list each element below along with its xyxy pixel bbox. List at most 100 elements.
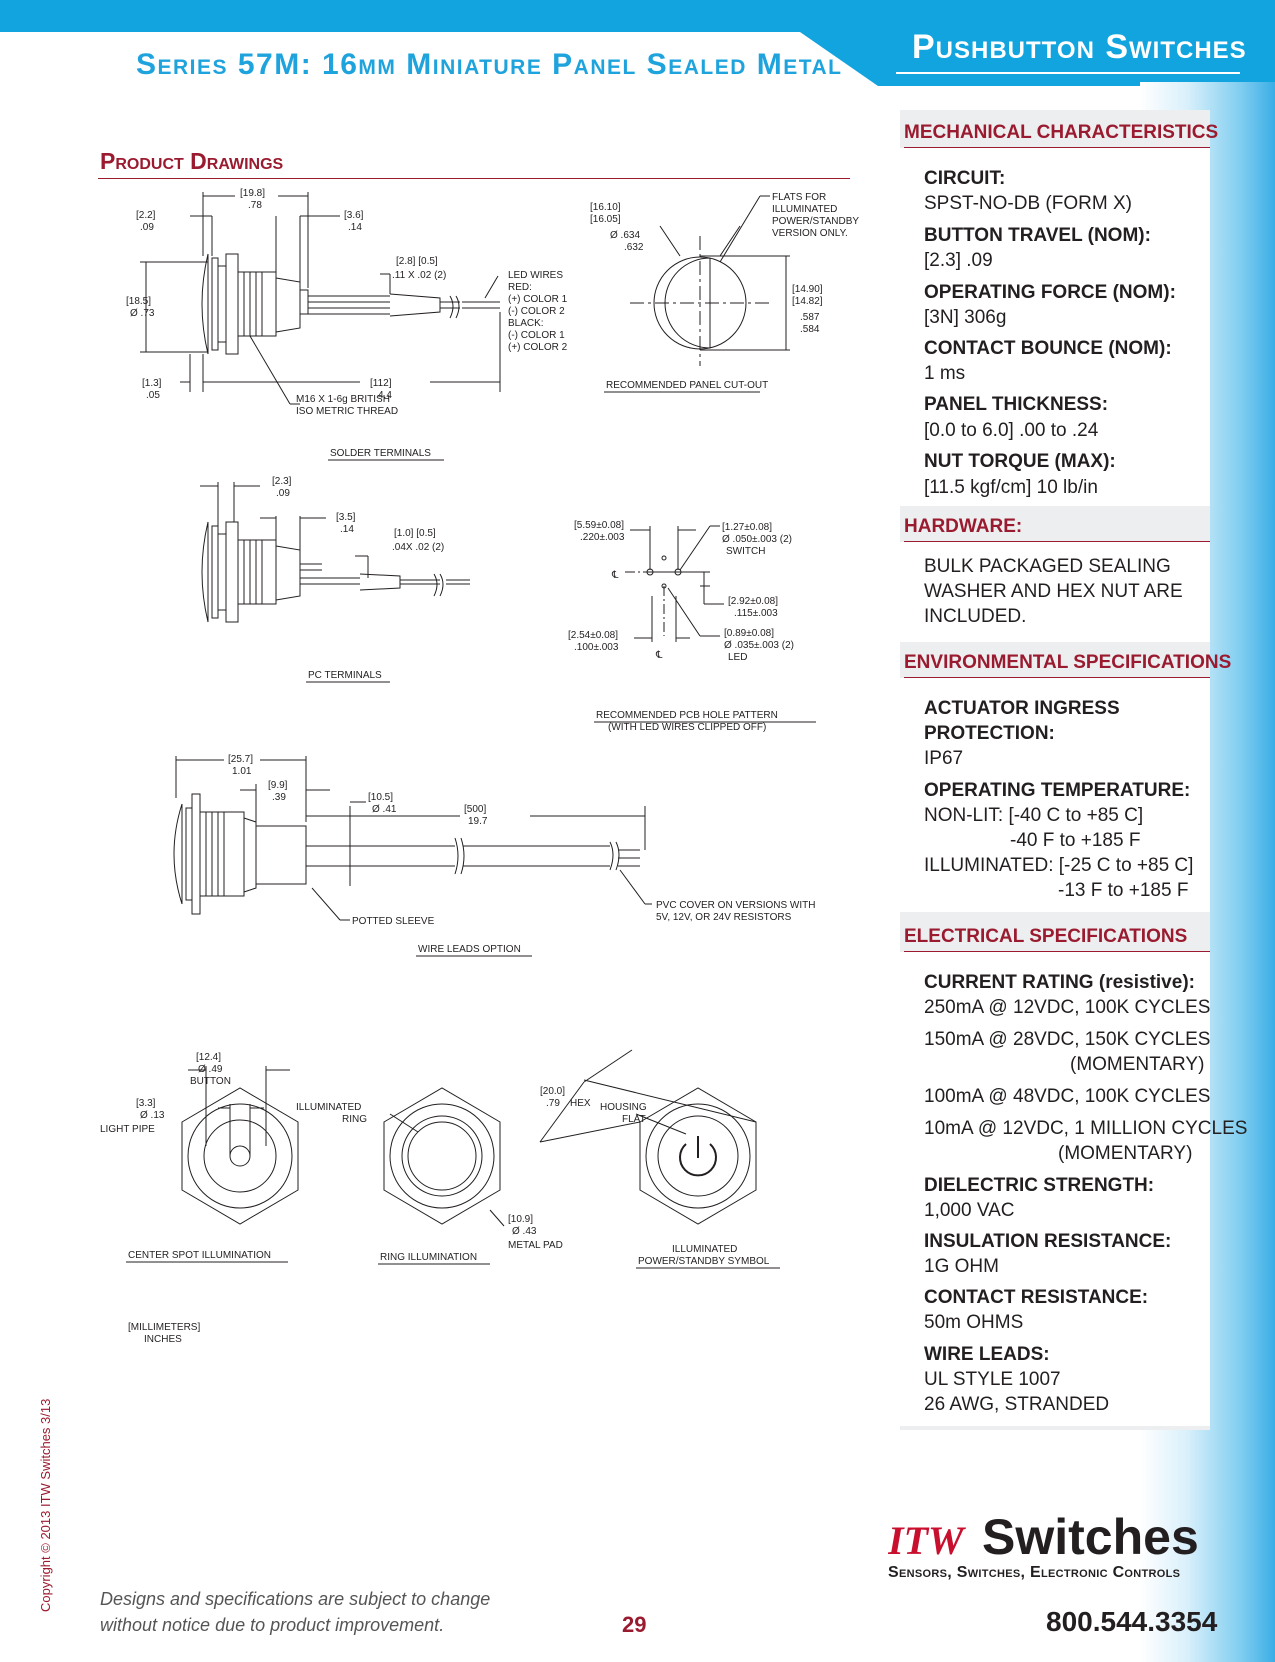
product-drawings-rule xyxy=(98,178,850,179)
current-label: CURRENT RATING xyxy=(924,972,1094,993)
led-wires-text: (-) COLOR 2 xyxy=(508,306,565,317)
electrical-heading: ELECTRICAL SPECIFICATIONS xyxy=(904,926,1188,947)
logo-mark: ITW Switches xyxy=(887,1509,1199,1565)
spec-value: IP67 xyxy=(924,748,964,769)
logo-itw: ITW xyxy=(888,1518,966,1562)
dim-text: [10.9] xyxy=(508,1214,533,1225)
led-wires-text: (-) COLOR 1 xyxy=(508,330,565,341)
dim-text: .09 xyxy=(140,222,154,233)
spec-label: NUT TORQUE (MAX): xyxy=(924,451,1116,472)
dim-text: Ø .49 xyxy=(198,1064,223,1075)
dim-text: .79 xyxy=(546,1098,560,1109)
spec-label: DIELECTRIC STRENGTH: xyxy=(924,1175,1155,1196)
hardware-heading: HARDWARE: xyxy=(904,516,1023,537)
dim-text: HEX xyxy=(570,1098,591,1109)
caption: WIRE LEADS OPTION xyxy=(418,944,521,955)
front-view-center-spot xyxy=(181,1066,299,1225)
flats-text: POWER/STANDBY xyxy=(772,216,859,227)
dim-text: .587 xyxy=(800,312,820,323)
spec-label: CIRCUIT: xyxy=(924,168,1006,189)
dim-text: [1.3] xyxy=(142,378,162,389)
dim-text: [20.0] xyxy=(540,1086,565,1097)
spec-label: BUTTON TRAVEL (NOM): xyxy=(924,225,1151,246)
front-view-ring xyxy=(383,1087,505,1227)
spec-label: ACTUATOR INGRESS xyxy=(924,698,1120,719)
dim-text: [1.27±0.08] xyxy=(722,522,772,533)
wire-leads-drawing xyxy=(173,756,652,921)
temp-line: NON-LIT: [-40 C to +85 C] xyxy=(924,805,1144,826)
page-number: 29 xyxy=(622,1612,647,1637)
dim-text: [12.4] xyxy=(196,1052,221,1063)
dim-text: [25.7] xyxy=(228,754,253,765)
housing-label: HOUSING xyxy=(600,1102,647,1113)
dim-text: [3.3] xyxy=(136,1098,156,1109)
solder-labels: [19.8] .78 [2.2] .09 [3.6] .14 [2.8] [0.… xyxy=(126,188,568,461)
disclaimer: Designs and specifications are subject t… xyxy=(100,1586,490,1638)
current-line: 150mA @ 28VDC, 150K CYCLES xyxy=(924,1029,1211,1050)
spec-label: CONTACT RESISTANCE: xyxy=(924,1287,1149,1308)
hardware-box xyxy=(900,542,1210,642)
wire-leads-labels: [25.7] 1.01 [9.9] .39 [500] 19.7 [10.5] … xyxy=(228,754,815,957)
current-line: (MOMENTARY) xyxy=(1070,1054,1205,1075)
ring-label: ILLUMINATED xyxy=(296,1102,361,1113)
centerline-symbol: ℄ xyxy=(655,650,663,661)
spec-value: 1G OHM xyxy=(924,1256,999,1277)
units-legend: [MILLIMETERS] xyxy=(128,1322,200,1333)
dim-text: Ø .43 xyxy=(512,1226,537,1237)
caption: ILLUMINATED xyxy=(672,1244,737,1255)
copyright: Copyright © 2013 ITW Switches 3/13 xyxy=(38,1398,53,1612)
dim-text: .11 X .02 (2) xyxy=(392,270,446,281)
spec-label: OPERATING FORCE (NOM): xyxy=(924,282,1176,303)
current-line: 10mA @ 12VDC, 1 MILLION CYCLES xyxy=(924,1118,1248,1139)
dim-text: [2.92±0.08] xyxy=(728,596,778,607)
spec-value: 26 AWG, STRANDED xyxy=(924,1394,1110,1415)
pvc-label: PVC COVER ON VERSIONS WITH xyxy=(656,900,815,911)
dim-text: [14.90] xyxy=(792,284,823,295)
dim-text: [5.59±0.08] xyxy=(574,520,624,531)
hardware-rule xyxy=(904,541,1210,542)
disclaimer-line: without notice due to product improvemen… xyxy=(100,1615,445,1635)
dim-text: [2.3] xyxy=(272,476,292,487)
dim-text: .09 xyxy=(276,488,290,499)
pc-labels: [2.3] .09 [3.5] .14 [1.0] [0.5] .04X .02… xyxy=(272,476,444,683)
mechanical-rule xyxy=(904,147,1210,148)
pcb-drawing xyxy=(625,525,724,642)
current-line: (MOMENTARY) xyxy=(1058,1143,1193,1164)
dim-text: [14.82] xyxy=(792,296,823,307)
temp-line: -40 F to +185 F xyxy=(1010,830,1141,851)
temp-line: ILLUMINATED: [-25 C to +85 C] xyxy=(924,855,1194,876)
phone-number: 800.544.3354 xyxy=(1046,1606,1218,1637)
dim-text: .78 xyxy=(248,200,262,211)
led-wires-text: (+) COLOR 2 xyxy=(508,342,568,353)
hardware-line: INCLUDED. xyxy=(924,606,1027,627)
product-drawings-title: Product Drawings xyxy=(100,148,284,174)
spec-label: WIRE LEADS: xyxy=(924,1344,1050,1365)
dim-text: Ø .634 xyxy=(610,230,640,241)
dim-text: [2.54±0.08] xyxy=(568,630,618,641)
dim-text: [16.05] xyxy=(590,214,621,225)
dim-text: [19.8] xyxy=(240,188,265,199)
units-legend: INCHES xyxy=(144,1334,182,1345)
header-tab-shape xyxy=(0,0,1275,86)
spec-value: 1 ms xyxy=(924,363,966,384)
dim-text: Ø .41 xyxy=(372,804,397,815)
spec-value: 1,000 VAC xyxy=(924,1200,1015,1221)
thread-text: M16 X 1-6g BRITISH xyxy=(296,394,390,405)
dim-text: Ø .13 xyxy=(140,1110,165,1121)
potted-sleeve-label: POTTED SLEEVE xyxy=(352,916,435,927)
dim-text: [2.8] [0.5] xyxy=(396,256,438,267)
dim-text: [3.5] xyxy=(336,512,356,523)
flats-text: ILLUMINATED xyxy=(772,204,837,215)
spec-value: [2.3] .09 xyxy=(924,250,993,271)
dim-text: 1.01 xyxy=(232,766,252,777)
itw-switches-logo: ITW Switches xyxy=(887,1506,1208,1567)
spec-value: 50m OHMS xyxy=(924,1312,1024,1333)
dim-text: [3.6] xyxy=(344,210,364,221)
dim-text: [16.10] xyxy=(590,202,621,213)
dim-text: [500] xyxy=(464,804,486,815)
spec-value: UL STYLE 1007 xyxy=(924,1369,1061,1390)
hardware-line: WASHER AND HEX NUT ARE xyxy=(924,581,1183,602)
led-wires-text: (+) COLOR 1 xyxy=(508,294,568,305)
spec-label: INSULATION RESISTANCE: xyxy=(924,1231,1172,1252)
dim-text: .632 xyxy=(624,242,644,253)
